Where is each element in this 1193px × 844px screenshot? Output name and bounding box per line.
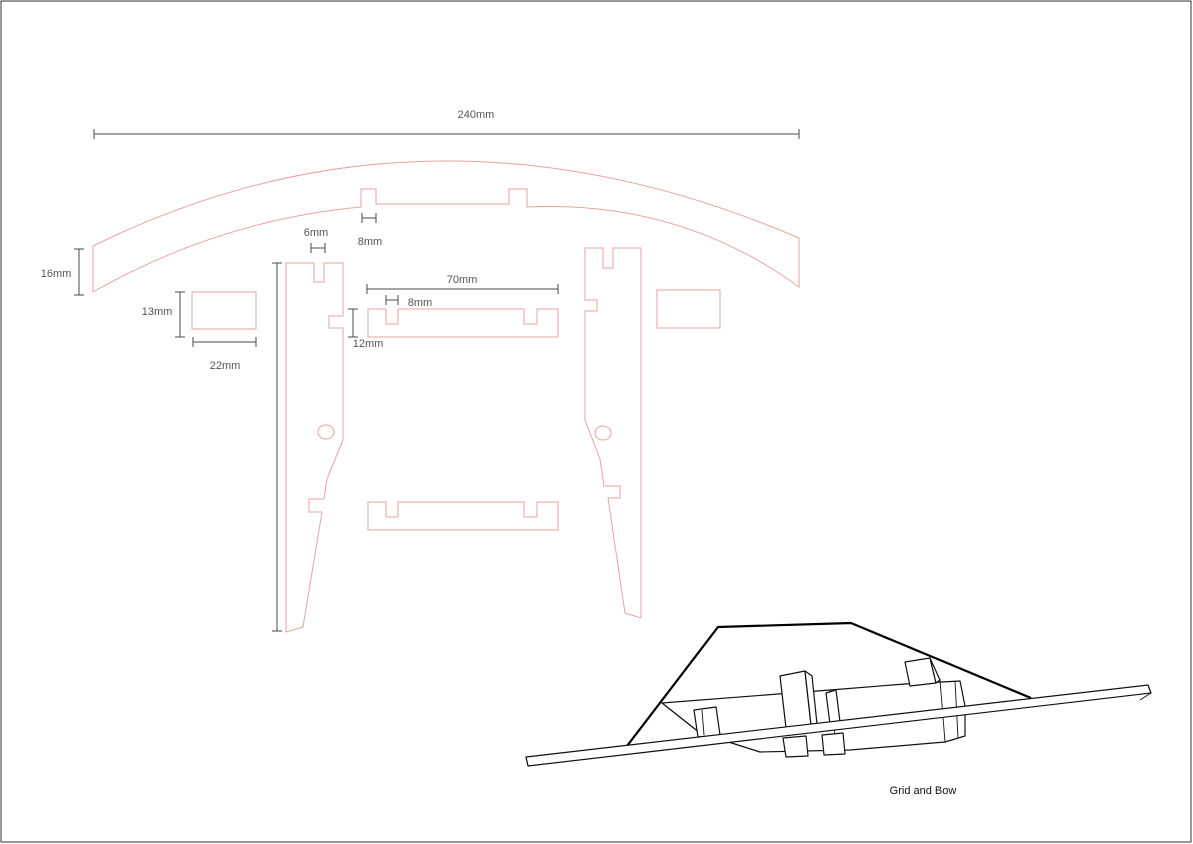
right-side-rail <box>584 247 642 619</box>
label-block-height: 13mm <box>142 306 173 318</box>
left-rail-hole <box>317 424 335 440</box>
dim-arc-height <box>74 248 84 296</box>
label-side-notch: 6mm <box>304 227 328 239</box>
assembly-render <box>525 621 1152 767</box>
dim-bar-height <box>348 308 358 338</box>
bow-arc-part <box>92 160 800 293</box>
upper-cross-bar <box>367 308 559 338</box>
label-bar-length: 70mm <box>447 274 478 286</box>
dim-block-width <box>192 337 257 347</box>
bow-outline <box>626 621 1032 747</box>
left-post <box>693 706 721 738</box>
label-bar-height: 12mm <box>353 338 384 350</box>
label-block-width: 22mm <box>210 360 241 372</box>
dim-side-notch <box>310 243 326 253</box>
dim-rail-length <box>272 262 282 632</box>
dim-bar-notch <box>385 295 399 305</box>
dim-bar-length <box>366 284 559 294</box>
label-bar-notch: 8mm <box>408 297 432 309</box>
right-block-part <box>656 289 721 329</box>
render-caption: Grid and Bow <box>890 785 957 797</box>
label-arc-notch: 8mm <box>358 236 382 248</box>
right-rail-hole <box>594 425 612 441</box>
lower-cross-bar <box>367 501 559 531</box>
left-block-part <box>191 291 257 330</box>
label-arc-width: 240mm <box>458 109 495 121</box>
left-side-rail <box>285 262 344 633</box>
dim-arc-width <box>93 129 800 139</box>
label-arc-height: 16mm <box>41 268 72 280</box>
dim-arc-notch <box>361 213 377 223</box>
dim-block-height <box>175 291 185 338</box>
